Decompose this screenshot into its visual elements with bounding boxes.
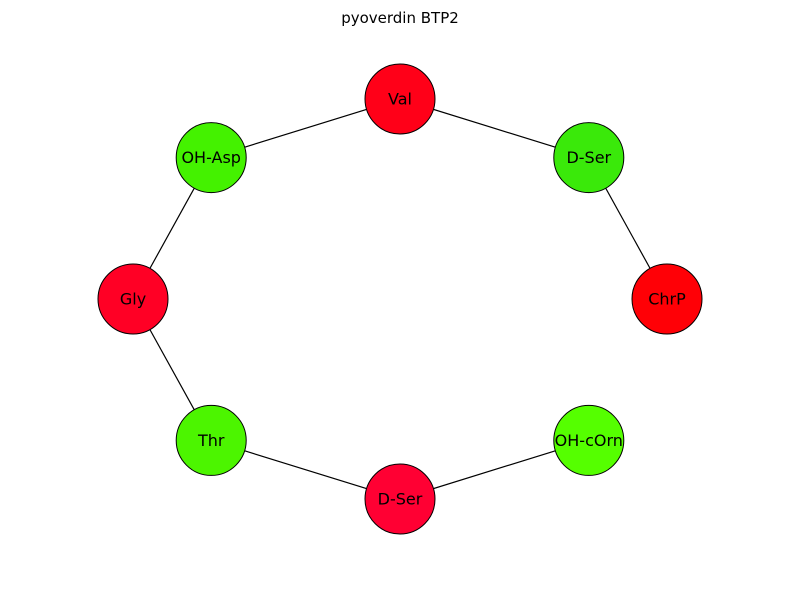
node-dser2: D-Ser <box>364 463 436 535</box>
node-label: Gly <box>120 290 146 309</box>
node-label: OH-Asp <box>181 148 240 167</box>
node-ohasp: OH-Asp <box>175 122 247 194</box>
node-thr: Thr <box>175 404 247 476</box>
node-circle <box>175 122 247 194</box>
node-val: Val <box>364 63 436 135</box>
node-label: OH-cOrn <box>555 431 623 450</box>
node-gly: Gly <box>97 263 169 335</box>
node-label: D-Ser <box>378 490 423 509</box>
node-dser1: D-Ser <box>553 122 625 194</box>
node-circle <box>631 263 703 335</box>
node-circle <box>553 122 625 194</box>
node-label: ChrP <box>648 290 686 309</box>
node-chrp: ChrP <box>631 263 703 335</box>
diagram-title: pyoverdin BTP2 <box>341 9 459 27</box>
node-circle <box>553 404 625 476</box>
node-label: Val <box>388 90 412 109</box>
node-circle <box>175 404 247 476</box>
node-label: D-Ser <box>566 148 611 167</box>
node-circle <box>364 63 436 135</box>
node-circle <box>364 463 436 535</box>
node-label: Thr <box>197 431 225 450</box>
node-circle <box>97 263 169 335</box>
node-ohcorn: OH-cOrn <box>553 404 625 476</box>
